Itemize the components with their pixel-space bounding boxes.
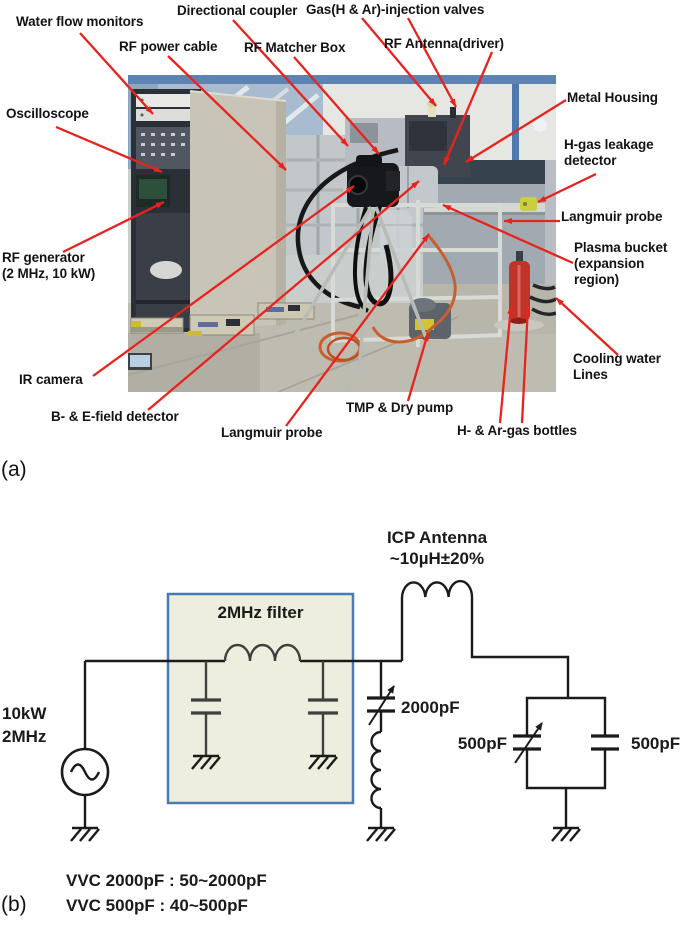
setup-photo: [128, 75, 556, 392]
vvc-2000pf-symbol: [367, 685, 395, 810]
label-directional-coupler: Directional coupler: [177, 3, 298, 18]
label-rf-antenna-driver: RF Antenna(driver): [384, 36, 504, 51]
label-metal-housing: Metal Housing: [567, 90, 658, 105]
tmp-dry-pump-object: [409, 298, 451, 339]
vvc-500pf-symbol: [513, 734, 541, 751]
label-rf-generator: RF generator (2 MHz, 10 kW): [2, 250, 96, 282]
label-gas-injection-valves: Gas(H & Ar)-injection valves: [306, 2, 485, 17]
label-rf-power-cable: RF power cable: [119, 39, 218, 54]
icp-antenna-value: ~10µH±20%: [389, 549, 485, 568]
label-b-e-field-detector: B- & E-field detector: [51, 409, 179, 424]
label-h-ar-gas-bottles: H- & Ar-gas bottles: [457, 423, 577, 438]
wall-lamp: [533, 118, 547, 132]
label-plasma-bucket: Plasma bucket (expansion region): [574, 240, 668, 288]
circuit-wires: [83, 597, 607, 828]
rf-source-label: 10kW 2MHz: [2, 704, 47, 746]
rf-source-symbol: [60, 747, 110, 797]
label-oscilloscope: Oscilloscope: [6, 106, 89, 121]
vvc-2000pf-value: 2000pF: [401, 698, 460, 717]
vvc-500pf-value: 500pF: [457, 734, 507, 753]
label-tmp-dry-pump: TMP & Dry pump: [346, 400, 454, 415]
series-inductor: [370, 730, 382, 810]
label-rf-matcher-box: RF Matcher Box: [244, 40, 346, 55]
filter-inductor: [223, 643, 302, 662]
equipment-cabinet: [189, 90, 287, 332]
fixed-500pf-symbol: [591, 734, 619, 751]
icp-antenna-label: ICP Antenna: [386, 528, 488, 547]
panel-b-marker: (b): [1, 893, 27, 916]
label-ir-camera: IR camera: [19, 372, 83, 387]
circuit-schematic: [60, 579, 619, 843]
arrow-cooling-water: [555, 297, 619, 356]
vvc-range-notes: VVC 2000pF : 50~2000pF VVC 500pF : 40~50…: [66, 871, 267, 915]
label-water-flow-monitors: Water flow monitors: [16, 14, 144, 29]
label-langmuir-probe-bottom: Langmuir probe: [221, 425, 323, 440]
filter-box-label: 2MHz filter: [217, 603, 304, 622]
injection-valve-object: [428, 105, 436, 117]
icp-antenna-symbol: [400, 579, 474, 598]
filter-components: [191, 643, 338, 756]
cooling-water-coil: [529, 283, 556, 317]
h-gas-detector-object: [520, 197, 537, 211]
label-langmuir-probe-right: Langmuir probe: [561, 209, 663, 224]
parallel-cap-network: [513, 722, 619, 764]
label-h-gas-leakage-detector: H-gas leakage detector: [564, 137, 654, 169]
panel-a-marker: (a): [1, 458, 27, 481]
fixed-cap-500pf-value: 500pF: [631, 734, 681, 753]
label-cooling-water-lines: Cooling water Lines: [573, 351, 661, 383]
filter-capacitors: [191, 698, 338, 715]
